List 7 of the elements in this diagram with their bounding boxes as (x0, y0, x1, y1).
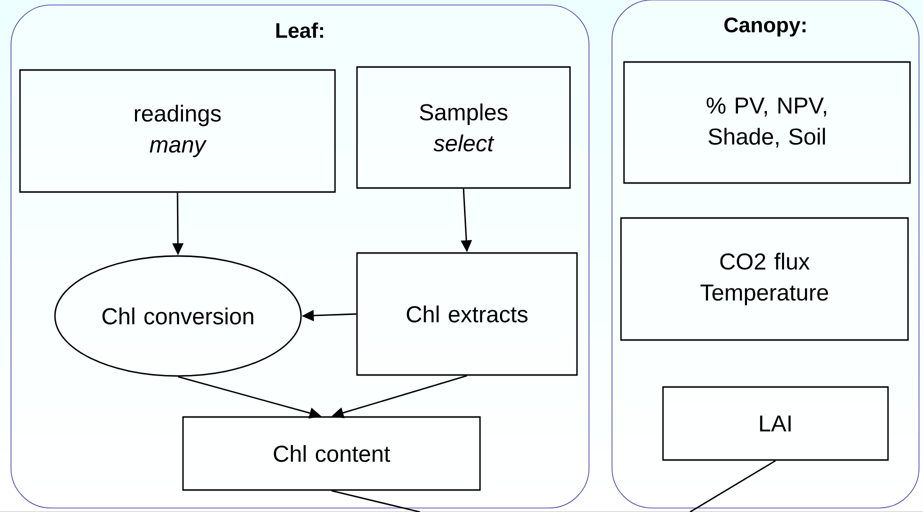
process-box: Chl extracts (356, 252, 578, 376)
process-box: Chl content (182, 416, 481, 491)
process-box: readings many (19, 69, 336, 193)
process-box: CO2 flux Temperature (620, 217, 909, 341)
process-box: % PV, NPV, Shade, Soil (623, 61, 911, 184)
process-box: LAI (662, 386, 889, 461)
process-box: Samples select (356, 66, 571, 189)
